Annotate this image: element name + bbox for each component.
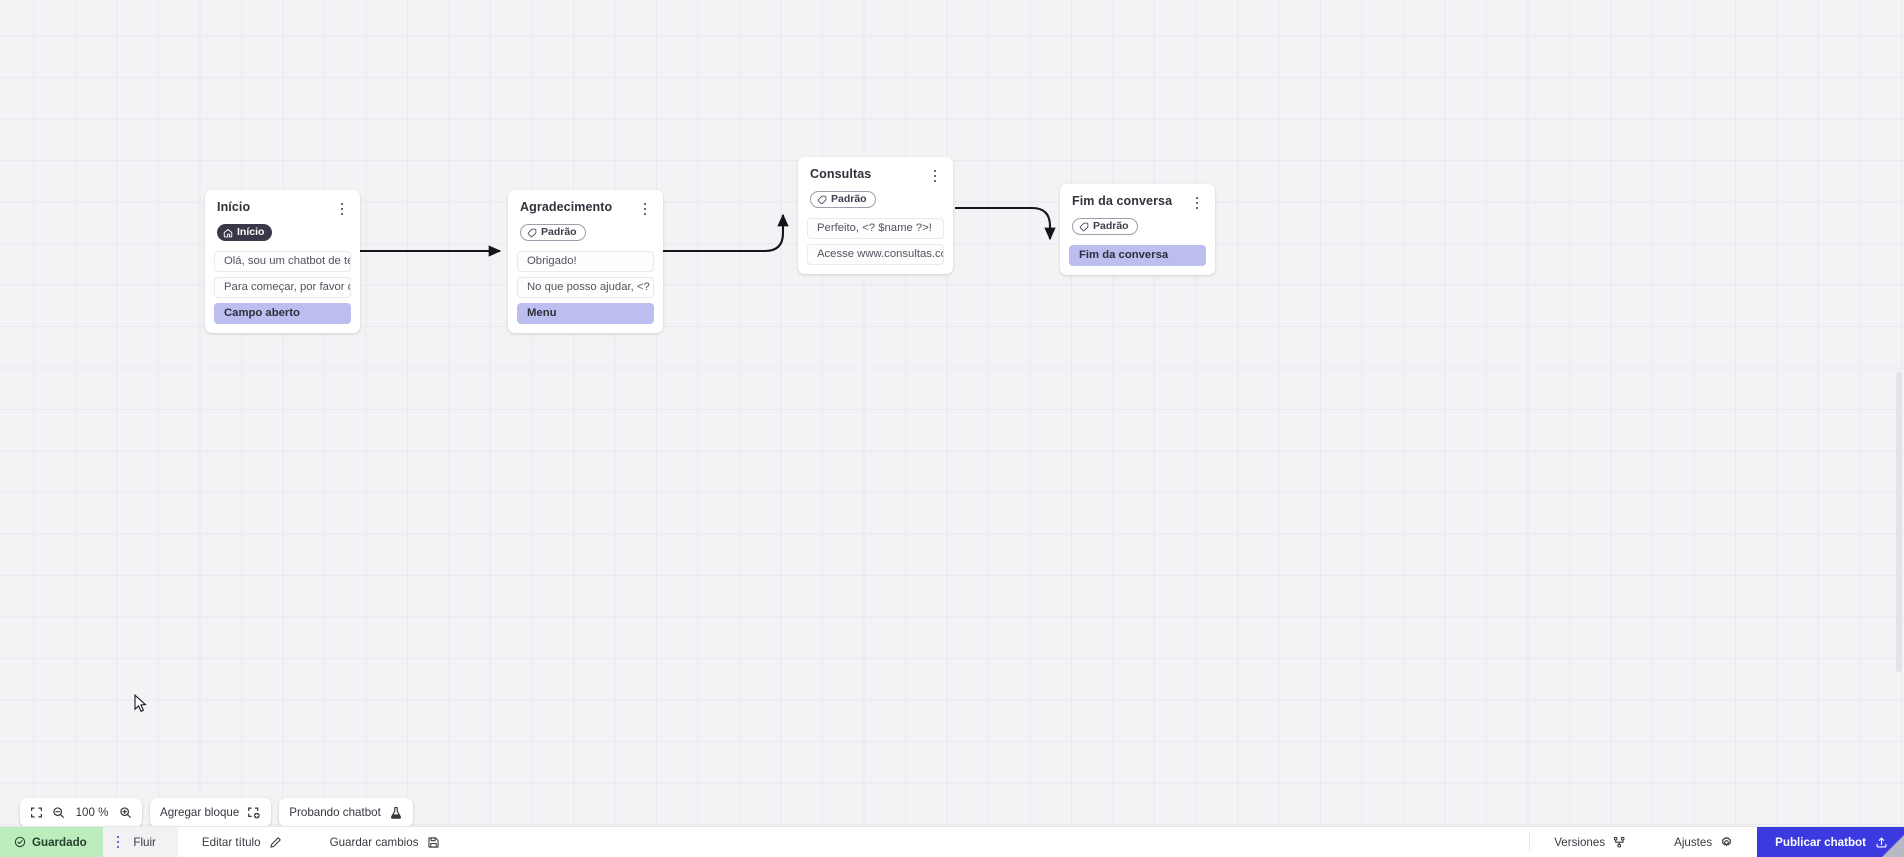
node-badge-inicio[interactable]: Início (217, 224, 273, 241)
publish-label: Publicar chatbot (1775, 835, 1866, 849)
versions-label: Versiones (1554, 835, 1606, 849)
tag-icon (1079, 222, 1089, 232)
message-block[interactable]: Obrigado! (517, 250, 654, 272)
flow-tab-label: Fluir (133, 835, 156, 849)
saved-label: Guardado (32, 835, 87, 849)
message-block[interactable]: No que posso ajudar, <? $name ... (517, 276, 654, 298)
node-header: Consultas (807, 166, 944, 184)
node-badge-row: Início (214, 217, 351, 243)
tag-icon (817, 195, 827, 205)
add-block-button[interactable]: Agregar bloque (150, 798, 272, 827)
node-menu-button[interactable] (335, 201, 349, 217)
message-block[interactable]: Para começar, por favor digite o ... (214, 276, 351, 298)
flow-tab[interactable]: Fluir (102, 827, 178, 857)
node-menu-button[interactable] (928, 168, 942, 184)
flow-node-agradecimento[interactable]: Agradecimento Padrão Obrigado! No que po… (508, 190, 663, 333)
node-header: Fim da conversa (1069, 193, 1206, 211)
saved-status-badge: Guardado (0, 827, 103, 857)
action-block[interactable]: Fim da conversa (1069, 244, 1206, 266)
node-blocks: Obrigado! No que posso ajudar, <? $name … (517, 250, 654, 324)
canvas-toolbar: 100 % Agregar bloque Probando chatbot (20, 798, 413, 827)
node-menu-button[interactable] (638, 201, 652, 217)
test-chatbot-button[interactable]: Probando chatbot (279, 798, 413, 827)
node-badge-label: Padrão (541, 226, 577, 239)
flow-connectors (360, 206, 1056, 257)
save-changes-label: Guardar cambios (329, 835, 419, 849)
zoom-level-value: 100 % (75, 806, 109, 819)
add-block-icon (247, 806, 261, 820)
fit-screen-icon[interactable] (30, 806, 43, 819)
node-blocks: Olá, sou um chatbot de teste! Para começ… (214, 250, 351, 324)
node-title: Fim da conversa (1072, 194, 1173, 208)
home-icon (223, 228, 233, 238)
message-block[interactable]: Olá, sou um chatbot de teste! (214, 250, 351, 272)
test-chatbot-label: Probando chatbot (289, 806, 381, 819)
node-title: Agradecimento (520, 200, 613, 214)
node-badge-padrao[interactable]: Padrão (1072, 218, 1138, 235)
node-badge-row: Padrão (517, 217, 654, 243)
check-circle-icon (14, 836, 26, 848)
node-badge-label: Início (237, 226, 265, 239)
node-badge-padrao[interactable]: Padrão (520, 224, 586, 241)
action-block[interactable]: Menu (517, 302, 654, 324)
resize-corner (1882, 835, 1904, 857)
node-header: Agradecimento (517, 199, 654, 217)
zoom-out-icon[interactable] (52, 806, 65, 819)
zoom-controls-group: 100 % (20, 798, 142, 827)
node-badge-row: Padrão (807, 184, 944, 210)
node-badge-label: Padrão (831, 193, 867, 206)
node-badge-row: Padrão (1069, 211, 1206, 237)
flow-node-consultas[interactable]: Consultas Padrão Perfeito, <? $name ?>! … (798, 157, 953, 274)
canvas-vertical-scrollbar[interactable] (1896, 372, 1902, 672)
publish-chatbot-button[interactable]: Publicar chatbot (1757, 827, 1904, 857)
node-blocks: Fim da conversa (1069, 244, 1206, 266)
bottombar-right-group: Versiones Ajustes (1529, 827, 1904, 857)
save-icon (427, 836, 440, 849)
node-badge-label: Padrão (1093, 220, 1129, 233)
edge-agradecimento-consultas (663, 213, 789, 253)
node-title: Início (217, 200, 251, 214)
flow-node-fim-da-conversa[interactable]: Fim da conversa Padrão Fim da conversa (1060, 184, 1215, 275)
zoom-in-icon[interactable] (119, 806, 132, 819)
node-title: Consultas (810, 167, 872, 181)
settings-label: Ajustes (1674, 835, 1713, 849)
action-block[interactable]: Campo aberto (214, 302, 351, 324)
node-blocks: Perfeito, <? $name ?>! Acesse www.consul… (807, 217, 944, 265)
message-block[interactable]: Acesse www.consultas.com par... (807, 243, 944, 265)
flow-canvas[interactable]: Início Início Olá, sou um chatbot de tes… (0, 0, 1904, 826)
add-block-label: Agregar bloque (160, 806, 240, 819)
divider (1529, 833, 1531, 851)
flask-icon (389, 806, 403, 820)
node-menu-button[interactable] (1190, 195, 1204, 211)
bottom-status-bar: Guardado Fluir Editar título Guardar cam… (0, 826, 1904, 857)
versions-button[interactable]: Versiones (1530, 827, 1650, 857)
flow-node-inicio[interactable]: Início Início Olá, sou um chatbot de tes… (205, 190, 360, 333)
node-badge-padrao[interactable]: Padrão (810, 191, 876, 208)
gear-icon (1720, 836, 1733, 849)
kebab-icon[interactable] (116, 835, 120, 849)
pencil-icon (269, 836, 282, 849)
edit-title-label: Editar título (201, 835, 261, 849)
tag-icon (527, 228, 537, 238)
edge-consultas-fim (955, 206, 1056, 241)
message-block[interactable]: Perfeito, <? $name ?>! (807, 217, 944, 239)
bottombar-spacer (464, 827, 1530, 857)
edit-title-button[interactable]: Editar título (178, 827, 306, 857)
node-header: Início (214, 199, 351, 217)
save-changes-button[interactable]: Guardar cambios (306, 827, 464, 857)
settings-button[interactable]: Ajustes (1650, 827, 1757, 857)
branch-icon (1613, 836, 1626, 849)
